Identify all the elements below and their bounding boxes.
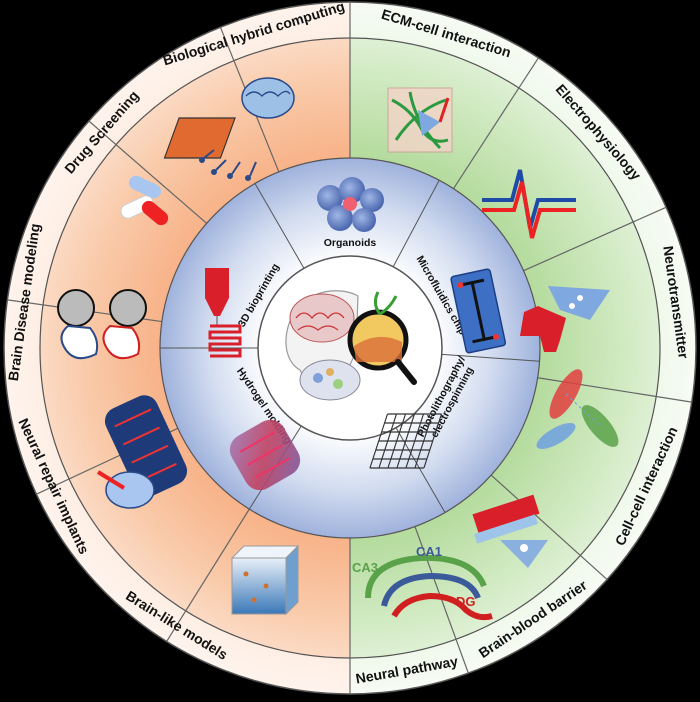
grid-line (423, 414, 443, 468)
blood-brain-barrier-icon (472, 494, 548, 568)
ca1-label: CA1 (416, 544, 442, 559)
microfluidics-chip-icon (450, 268, 507, 354)
segment-divider (88, 120, 207, 224)
synapse-icon (520, 286, 610, 352)
brain-disease-icon (57, 289, 147, 360)
electrophysiology-waveform-icon (482, 169, 576, 239)
inner-divider (254, 183, 305, 269)
organoids-label: Organoids (324, 237, 377, 249)
inner-divider (395, 427, 446, 513)
organoids-icon (317, 177, 384, 232)
dg-label: DG (456, 594, 476, 609)
cell-cell-icon (536, 369, 619, 449)
neural-implant-icon (96, 395, 188, 509)
hydrogel-cylinder-icon (229, 419, 301, 491)
inner-divider (392, 180, 440, 268)
hippocampus-illustration: CA3 CA1 DG (352, 544, 493, 621)
ecm-cell-icon (387, 87, 453, 153)
segment-divider (490, 474, 608, 580)
segment-divider (452, 57, 539, 189)
pills-icon (120, 175, 169, 226)
photolithography-grid-icon (369, 413, 443, 469)
inner-divider (441, 353, 540, 362)
brain-like-cube-icon (230, 544, 300, 616)
segment-divider (166, 508, 250, 642)
ca3-label: CA3 (352, 560, 378, 575)
segment-divider (523, 206, 667, 272)
bioprinting-nozzle-icon (205, 268, 242, 358)
center-head-brain-illustration (285, 290, 417, 401)
brain-chip-icon (163, 77, 295, 181)
